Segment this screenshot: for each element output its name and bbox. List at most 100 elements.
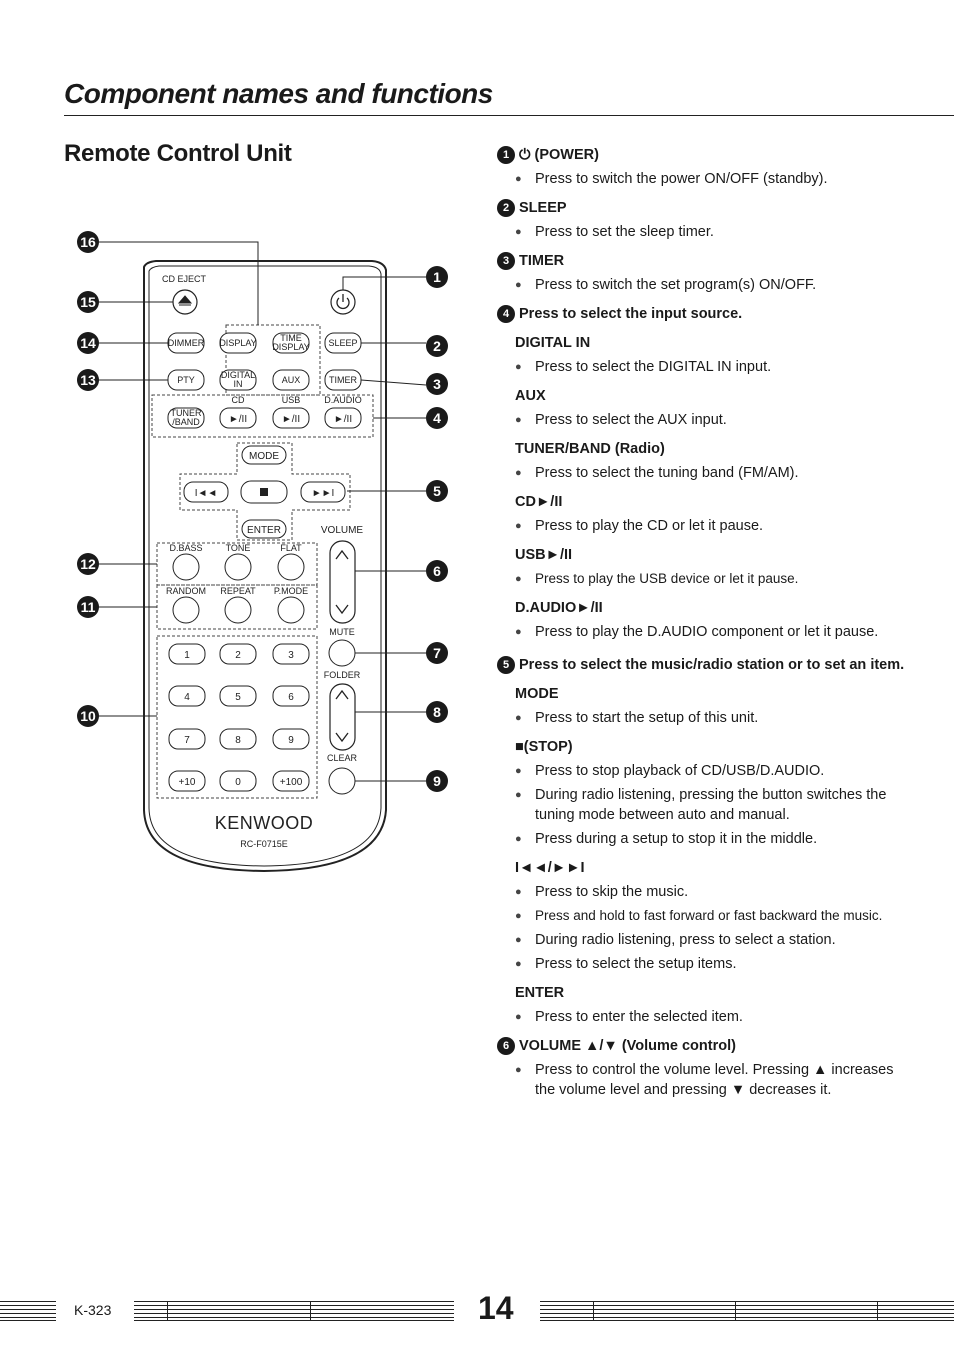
svg-text:8: 8 [433, 704, 441, 720]
key-1[interactable] [168, 643, 206, 665]
key-4[interactable] [168, 685, 206, 707]
key-0-label: 0 [235, 777, 241, 788]
item-number-badge: 4 [497, 305, 515, 323]
item-title: (POWER) [534, 147, 599, 163]
sub-head-enter: ENTER [515, 985, 565, 1001]
bullet: During radio listening, press to select … [515, 930, 917, 950]
stop-icon [260, 488, 268, 496]
flat-button[interactable] [277, 553, 305, 581]
key-0[interactable] [219, 770, 257, 792]
key-9-label: 9 [288, 735, 294, 746]
svg-text:3: 3 [433, 376, 441, 392]
flat-label: FLAT [280, 543, 302, 553]
timer-label: TIMER [329, 375, 357, 385]
svg-text:►/II: ►/II [334, 414, 352, 425]
volume-down-icon [335, 604, 349, 615]
folder-up-icon [335, 689, 349, 700]
next-button[interactable] [300, 481, 346, 503]
bullet: Press to play the D.AUDIO component or l… [515, 622, 917, 642]
svg-text:5: 5 [433, 483, 441, 499]
sub-head-stop: ■(STOP) [515, 739, 573, 755]
display-button[interactable] [219, 332, 257, 354]
key-5-label: 5 [235, 692, 241, 703]
svg-text:15: 15 [80, 294, 96, 310]
sub-head-digital-in: DIGITAL IN [515, 335, 591, 351]
footer-rule-right [540, 1301, 954, 1321]
tuner-band-label-2: /BAND [172, 417, 200, 427]
key-3-label: 3 [288, 650, 294, 661]
key-2[interactable] [219, 643, 257, 665]
cd-eject-label: CD EJECT [162, 274, 207, 284]
key-2-label: 2 [235, 650, 241, 661]
svg-text:11: 11 [81, 599, 96, 615]
volume-rocker[interactable] [329, 540, 356, 624]
key-plus100[interactable] [272, 770, 310, 792]
item-title: Press to select the music/radio station … [519, 657, 905, 673]
folder-label: FOLDER [324, 670, 361, 680]
brand-logo: KENWOOD [215, 813, 314, 833]
key-plus10[interactable] [168, 770, 206, 792]
key-4-label: 4 [184, 692, 190, 703]
digital-in-button[interactable] [219, 369, 257, 391]
bullet: Press to skip the music. [515, 882, 917, 902]
key-8[interactable] [219, 728, 257, 750]
cd-play-button[interactable] [219, 407, 257, 429]
time-display-label-1: TIME [280, 333, 302, 343]
page-number: 14 [478, 1290, 514, 1326]
item-sleep: 2 SLEEP [497, 198, 917, 218]
random-button[interactable] [172, 596, 200, 624]
bullet: Press to select the tuning band (FM/AM). [515, 463, 917, 483]
bullet: Press to stop playback of CD/USB/D.AUDIO… [515, 761, 917, 781]
item-title: Press to select the input source. [519, 306, 743, 322]
repeat-label: REPEAT [220, 586, 256, 596]
key-6[interactable] [272, 685, 310, 707]
svg-text:2: 2 [433, 338, 441, 354]
bullet: Press to control the volume level. Press… [515, 1060, 917, 1100]
aux-button[interactable] [272, 369, 310, 391]
footer-separator [735, 1301, 736, 1321]
svg-text:►/II: ►/II [282, 414, 300, 425]
sleep-label: SLEEP [328, 338, 357, 348]
svg-text:4: 4 [433, 410, 441, 426]
title-rule [64, 115, 954, 116]
key-3[interactable] [272, 643, 310, 665]
svg-text:16: 16 [80, 234, 96, 250]
cd-label: CD [232, 395, 245, 405]
mute-button[interactable] [328, 639, 356, 667]
d-bass-button[interactable] [172, 553, 200, 581]
item-input-source: 4 Press to select the input source. [497, 304, 917, 324]
item-number-badge: 6 [497, 1037, 515, 1055]
usb-play-button[interactable] [272, 407, 310, 429]
d-audio-play-button[interactable] [324, 407, 362, 429]
bullet: Press during a setup to stop it in the m… [515, 829, 917, 849]
d-bass-label: D.BASS [169, 543, 202, 553]
repeat-button[interactable] [224, 596, 252, 624]
mode-button[interactable] [241, 445, 287, 465]
key-7[interactable] [168, 728, 206, 750]
key-5[interactable] [219, 685, 257, 707]
svg-text:7: 7 [433, 645, 441, 661]
prev-button[interactable] [183, 481, 229, 503]
sub-head-usb: USB►/II [515, 547, 573, 563]
sub-head-mode: MODE [515, 686, 559, 702]
key-plus100-label: +100 [280, 777, 303, 788]
d-audio-label: D.AUDIO [324, 395, 362, 405]
svg-text:I◄◄: I◄◄ [195, 488, 218, 499]
tuner-band-label-1: TUNER [171, 408, 202, 418]
key-6-label: 6 [288, 692, 294, 703]
digital-in-label-2: IN [234, 379, 243, 389]
bullet: Press to play the CD or let it pause. [515, 516, 917, 536]
bullet: Press to select the DIGITAL IN input. [515, 357, 917, 377]
tone-button[interactable] [224, 553, 252, 581]
key-9[interactable] [272, 728, 310, 750]
clear-button[interactable] [328, 767, 356, 795]
sub-head-cd: CD►/II [515, 494, 563, 510]
p-mode-button[interactable] [277, 596, 305, 624]
enter-button[interactable] [241, 519, 287, 539]
aux-label: AUX [282, 375, 301, 385]
bullet: Press to select the AUX input. [515, 410, 917, 430]
tuner-band-button[interactable] [167, 407, 205, 429]
time-display-button[interactable] [272, 332, 310, 354]
key-8-label: 8 [235, 735, 241, 746]
sub-head-aux: AUX [515, 388, 546, 404]
